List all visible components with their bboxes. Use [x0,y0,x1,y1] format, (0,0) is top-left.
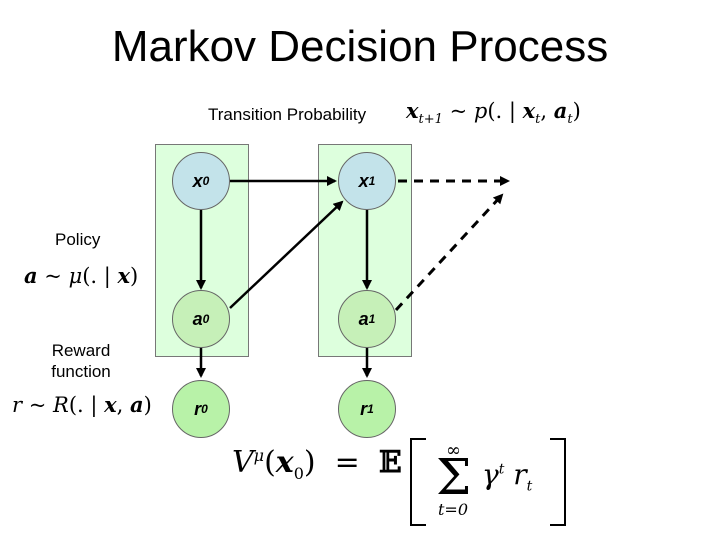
transition-label: Transition Probability [208,105,367,124]
left-bracket [410,438,426,526]
node-subscript: 0 [202,174,210,188]
edge-a1-next-dashed [394,193,504,312]
right-bracket [550,438,566,526]
policy-label: Policy [55,230,101,249]
node-subscript: 0 [201,402,208,416]
edge-a0-x1 [229,200,344,309]
node-letter: a [358,308,369,329]
node-letter: x [192,170,203,191]
summation-sign: Σ [436,448,472,506]
policy-formula: a ~ μ(. | x) [24,263,139,288]
value-function-formula: Vμ(x0) = 𝔼 [232,445,402,483]
node-subscript: 1 [368,312,376,326]
discounted-reward-term: γt rt [482,458,533,495]
reward-formula: r ~ R(. | x, a) [12,392,152,417]
node-subscript: 1 [367,402,374,416]
sum-lower-limit: t=0 [438,500,469,519]
node-letter: a [192,308,203,329]
page-title: Markov Decision Process [111,22,609,71]
reward-label-line2: function [51,362,111,381]
node-subscript: 0 [202,312,210,326]
node-subscript: 1 [368,174,376,188]
sum-upper-limit: ∞ [446,440,461,461]
node-letter: r [194,398,202,419]
transition-formula: xt+1 ~ p(. | xt, at) [406,98,581,128]
reward-label-line1: Reward [51,341,111,360]
node-letter: r [360,398,368,419]
reward-label: Reward function [48,340,114,382]
node-letter: x [358,170,369,191]
